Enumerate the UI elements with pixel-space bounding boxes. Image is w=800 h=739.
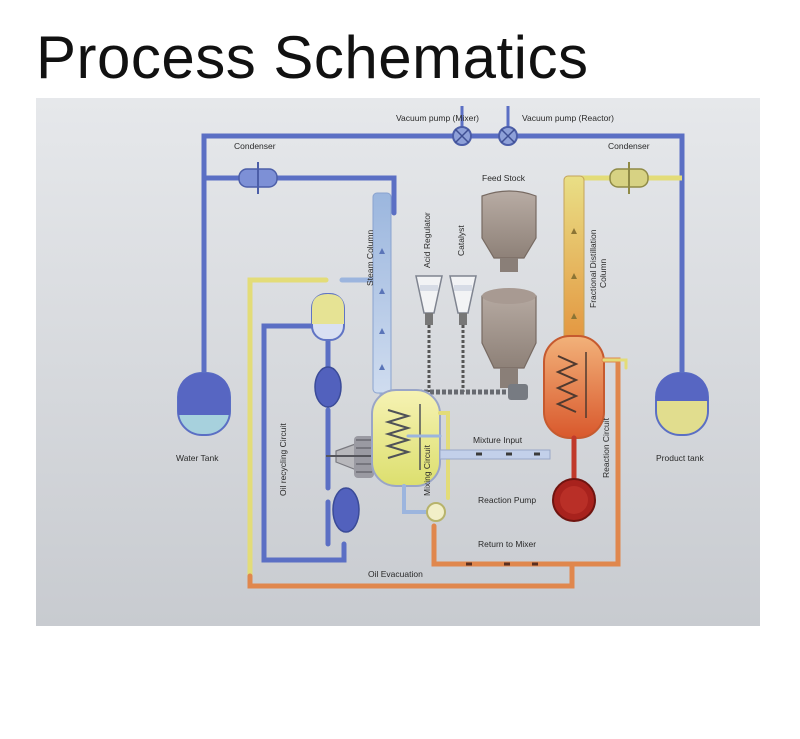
feed-stock-label: Feed Stock <box>482 173 526 183</box>
reaction-pump-label: Reaction Pump <box>478 495 536 505</box>
water-tank-label: Water Tank <box>176 453 219 463</box>
mixing-circuit-label: Mixing Circuit <box>422 444 432 496</box>
recycling-top-vessel-icon <box>311 293 345 341</box>
page-title: Process Schematics <box>36 24 589 91</box>
acid-regulator-icon <box>415 275 443 392</box>
return-to-mixer-line <box>431 523 575 567</box>
condenser-right-icon <box>609 162 649 194</box>
steam-column-label: Steam Column <box>365 230 375 286</box>
mixer-outlet <box>402 484 430 514</box>
condenser-left-label: Condenser <box>234 141 276 151</box>
vacuum-pump-mixer-label: Vacuum pump (Mixer) <box>396 113 479 123</box>
oil-evacuation-line <box>247 561 575 589</box>
product-tank-label: Product tank <box>656 453 704 463</box>
centrifuge-icon <box>326 436 386 478</box>
condenser-left-icon <box>238 162 278 194</box>
schematic-panel: Vacuum pump (Mixer) Vacuum pump (Reactor… <box>36 98 760 626</box>
vacuum-pump-reactor-label: Vacuum pump (Reactor) <box>522 113 614 123</box>
fractional-distillation-label-line2: Column <box>598 258 608 288</box>
return-to-mixer-label: Return to Mixer <box>478 539 536 549</box>
condenser-right-label: Condenser <box>608 141 650 151</box>
feed-stock-hopper-icon <box>481 190 537 388</box>
reaction-pump-icon <box>552 478 596 522</box>
vacuum-pump-reactor-icon <box>498 106 518 146</box>
vacuum-pump-mixer-icon <box>452 106 472 146</box>
product-tank-icon <box>655 372 709 436</box>
recycling-filter-icon <box>314 366 342 408</box>
catalyst-icon <box>449 275 477 392</box>
water-tank-icon <box>177 372 231 436</box>
fractional-distillation-column-icon <box>563 175 585 347</box>
mixing-circuit-line <box>438 411 450 500</box>
oil-recycling-label: Oil recycling Circuit <box>278 423 288 496</box>
yellow-recycling-line <box>247 277 329 579</box>
mixture-input-line <box>439 449 551 460</box>
recycling-separator-icon <box>332 487 360 533</box>
mixing-pump-icon <box>426 502 446 522</box>
fractional-distillation-label-line1: Fractional Distillation <box>588 229 598 308</box>
reactor-vessel-icon <box>543 335 605 439</box>
reaction-circuit-label: Reaction Circuit <box>601 417 611 478</box>
acid-regulator-label: Acid Regulator <box>422 212 432 268</box>
steam-column-icon <box>372 192 392 394</box>
mixture-input-label: Mixture Input <box>473 435 523 445</box>
conveyor-motor-icon <box>508 384 528 400</box>
catalyst-label: Catalyst <box>456 225 466 256</box>
process-schematic: Vacuum pump (Mixer) Vacuum pump (Reactor… <box>36 98 760 626</box>
oil-evacuation-label: Oil Evacuation <box>368 569 423 579</box>
